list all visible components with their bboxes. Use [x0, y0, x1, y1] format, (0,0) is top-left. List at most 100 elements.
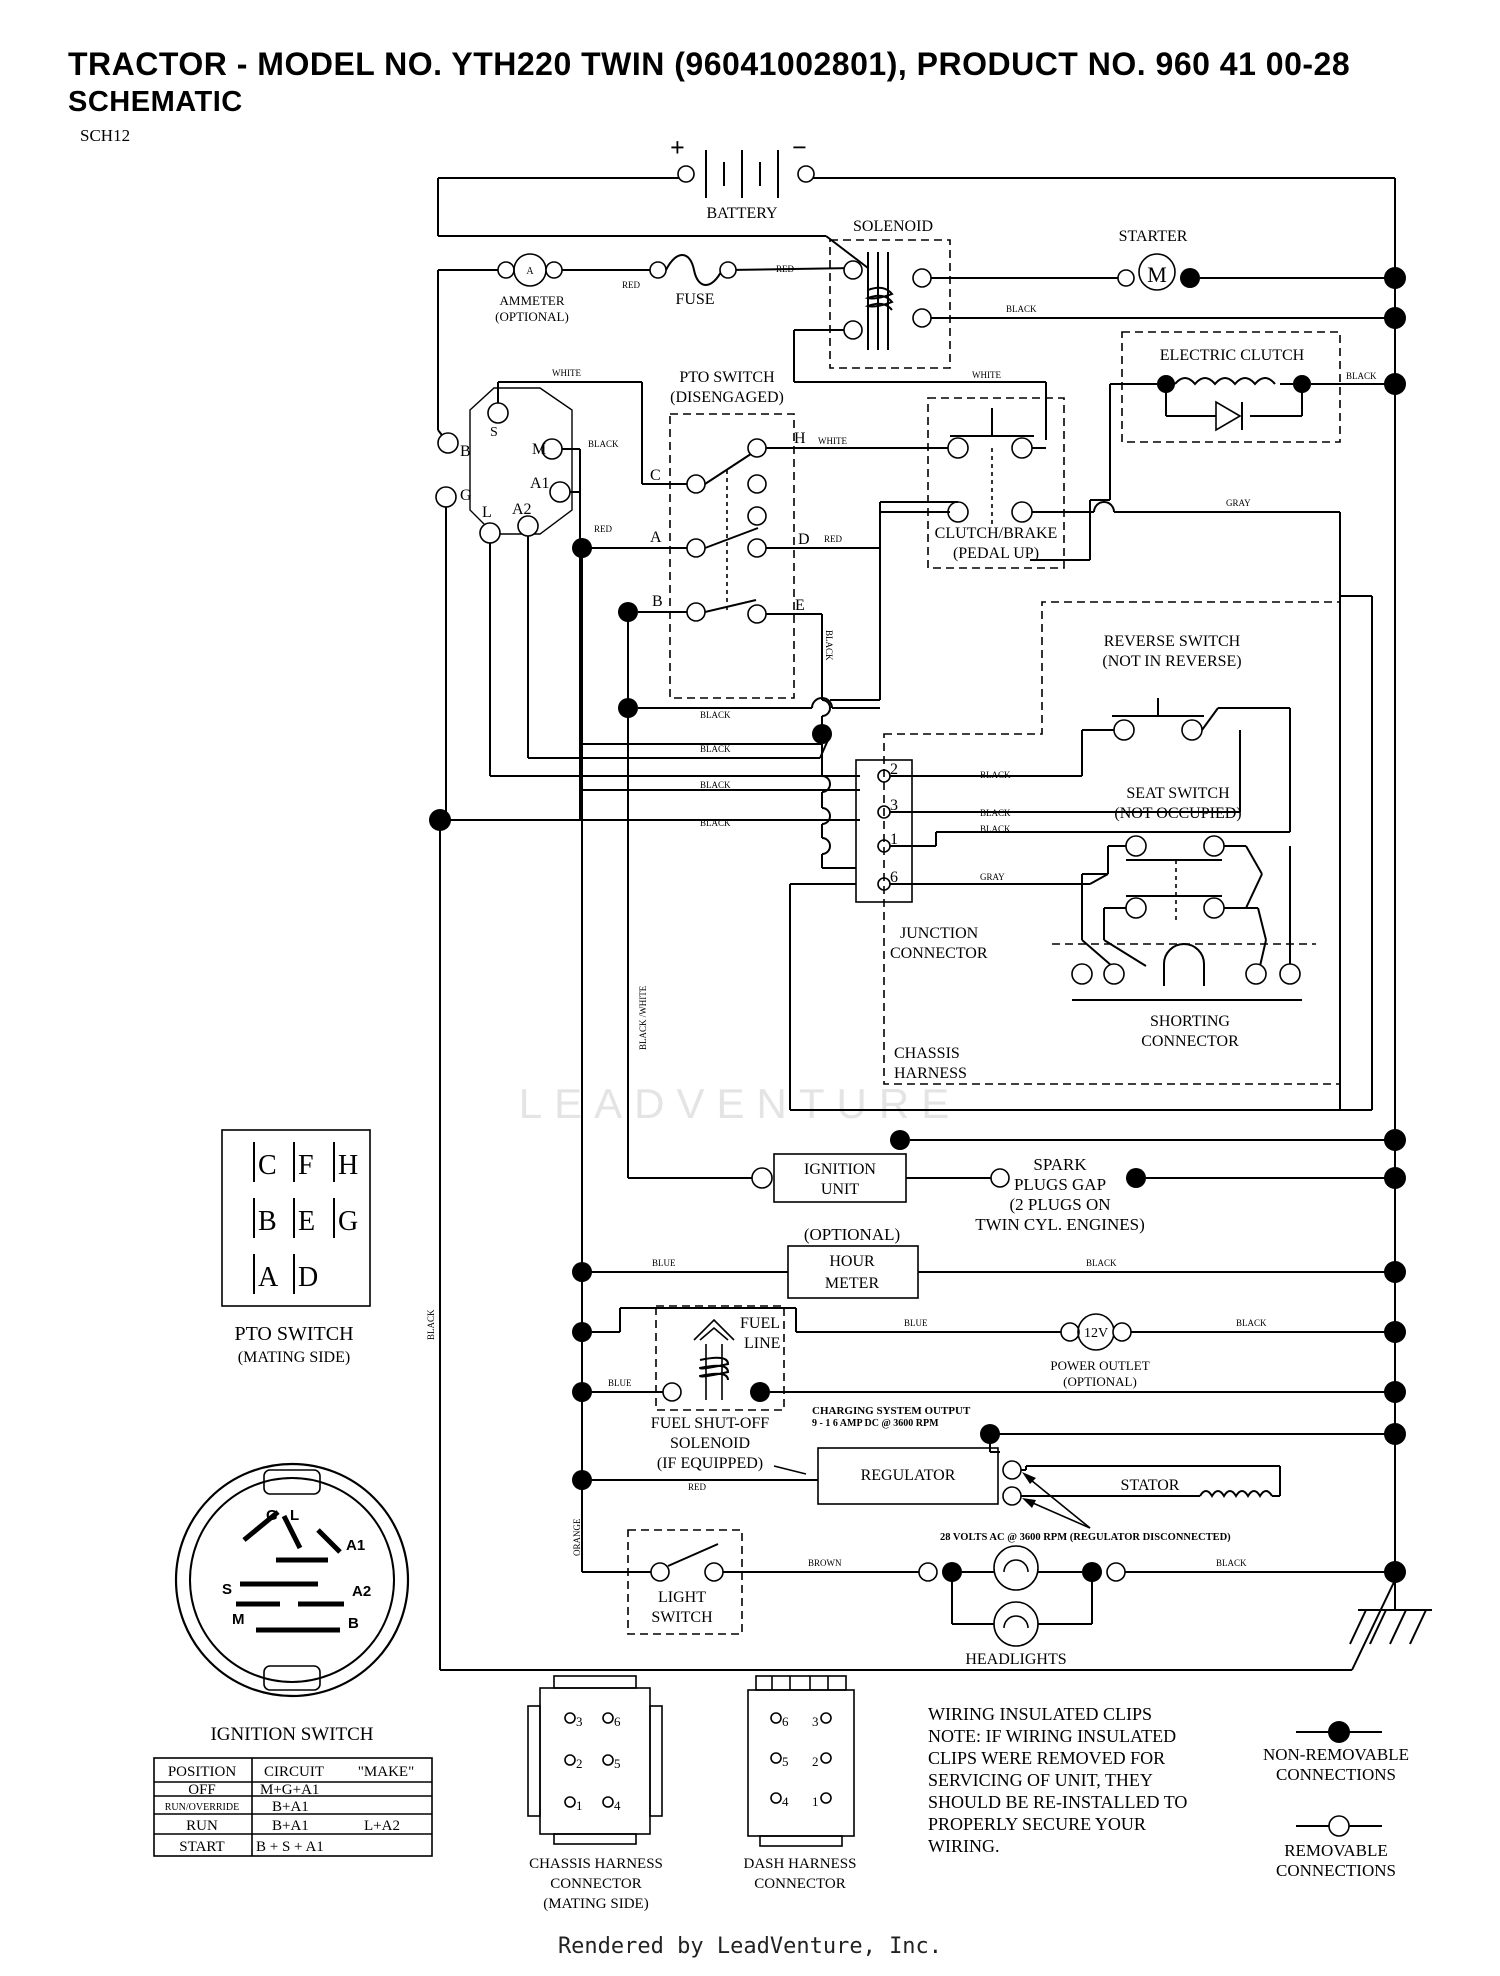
wire-blue-outlet: BLUE — [904, 1318, 928, 1328]
page-subtitle: SCHEMATIC — [68, 86, 243, 118]
wire-black-j3: BLACK — [980, 808, 1011, 818]
pto-mating-label-f: F — [298, 1150, 314, 1181]
pto-mating-side: C F H B E G A D PTO SWITCH (MATING SIDE) — [221, 1129, 371, 1366]
pto-mating-label-a: A — [258, 1262, 279, 1293]
chassis-harness: CHASSIS HARNESS — [883, 601, 1341, 1085]
dash-pin-4: 4 — [782, 1794, 789, 1809]
wire-black-2: BLACK — [700, 744, 731, 754]
ammeter-symbol: A — [526, 266, 534, 277]
reverse-switch-label: REVERSE SWITCH — [1104, 633, 1241, 650]
removable-symbol — [1328, 1815, 1350, 1837]
table-row-run-make: L+A2 — [364, 1818, 400, 1834]
battery: + − BATTERY — [670, 133, 815, 222]
junction-pin-6: 6 — [890, 869, 898, 886]
ignition-switch-title: IGNITION SWITCH — [210, 1724, 373, 1745]
table-row-off-position: OFF — [188, 1782, 216, 1798]
legend-non-removable-2: CONNECTIONS — [1276, 1765, 1396, 1784]
dash-connector-title: DASH HARNESS — [744, 1856, 857, 1872]
table-row-run-circuit: B+A1 — [272, 1818, 309, 1834]
junction-pin-2: 2 — [890, 761, 898, 778]
notes-line-5: PROPERLY SECURE YOUR — [928, 1814, 1146, 1834]
pto-switch-label: PTO SWITCH — [679, 369, 775, 386]
pto-mating-f: F — [293, 1142, 314, 1182]
fuel-solenoid-label-2: SOLENOID — [670, 1435, 750, 1452]
fuel-shutoff-solenoid: BLUE 12V BLACK POWER OUTLET (OPTIONAL) F… — [572, 1305, 1395, 1472]
ground-connections: BLACK — [426, 267, 1432, 1645]
table-row-runoverride-circuit: B+A1 — [272, 1799, 309, 1815]
wire-blue-fuel: BLUE — [608, 1378, 632, 1388]
pto-switch-state: (DISENGAGED) — [670, 389, 784, 406]
ammeter: A AMMETER (OPTIONAL) — [495, 253, 569, 324]
junction-label: JUNCTION — [900, 925, 979, 942]
term-a1-ign: A1 — [530, 475, 550, 492]
pto-mating-title: PTO SWITCH — [234, 1323, 353, 1345]
spark-plugs-label: SPARK — [1033, 1155, 1087, 1174]
pto-mating-d: D — [293, 1254, 318, 1294]
legend-removable: REMOVABLE — [1284, 1841, 1388, 1860]
ign-term-a2: A2 — [352, 1583, 371, 1600]
page-title: TRACTOR - MODEL NO. YTH220 TWIN (9604100… — [68, 46, 1351, 82]
reverse-switch: REVERSE SWITCH (NOT IN REVERSE) — [1102, 633, 1291, 832]
term-b-ign: B — [460, 443, 471, 460]
pto-mating-label-c: C — [258, 1150, 277, 1181]
wire-black-j2: BLACK — [980, 770, 1011, 780]
charging-output-label: CHARGING SYSTEM OUTPUT — [812, 1405, 971, 1417]
pto-mating-label-d: D — [298, 1262, 318, 1293]
starter-motor: M STARTER — [1117, 228, 1395, 291]
regulator-label: REGULATOR — [861, 1467, 956, 1484]
wire-black-solenoid: BLACK — [1006, 304, 1037, 314]
electric-clutch-label: ELECTRIC CLUTCH — [1160, 347, 1305, 364]
non-removable-symbol — [1328, 1721, 1350, 1743]
chassis-harness-label-2: HARNESS — [894, 1065, 967, 1082]
table-row-runoverride-position: RUN/OVERRIDE — [165, 1802, 239, 1813]
wire-black-1: BLACK — [700, 710, 731, 720]
notes-heading: WIRING INSULATED CLIPS — [928, 1704, 1152, 1724]
notes-line-3: SERVICING OF UNIT, THEY — [928, 1770, 1153, 1790]
shorting-connector-label: SHORTING — [1150, 1013, 1230, 1030]
battery-plus-sign: + — [670, 133, 685, 162]
wire-blue-hour: BLUE — [652, 1258, 676, 1268]
headlights-label: HEADLIGHTS — [965, 1651, 1066, 1668]
term-bp-pto: B — [652, 593, 663, 610]
pto-mating-label-b: B — [258, 1206, 277, 1237]
harness-wiring: BLACK BLACK BLACK BLACK — [429, 697, 880, 869]
term-a-pto: A — [650, 529, 662, 546]
term-m-ign: M — [532, 441, 546, 458]
ign-term-l: L — [290, 1507, 299, 1524]
shorting-connector: SHORTING CONNECTOR — [1052, 943, 1316, 1050]
wire-gray-top: GRAY — [1226, 498, 1251, 508]
chassis-harness-connector: 3 6 2 5 1 4 CHASSIS HARNESS CONNECTOR (M… — [527, 1675, 663, 1912]
wire-orange: ORANGE — [572, 1518, 582, 1556]
light-switch-label-2: SWITCH — [651, 1609, 713, 1626]
fuse: FUSE RED RED — [622, 254, 795, 308]
wire-red-d: RED — [824, 534, 843, 544]
watermark: LEADVENTURE — [519, 1080, 961, 1127]
light-switch-label: LIGHT — [658, 1589, 706, 1606]
term-g-ign: G — [460, 487, 472, 504]
pto-mating-label-e: E — [298, 1206, 315, 1237]
dash-connector-title-2: CONNECTOR — [754, 1876, 845, 1892]
solenoid: SOLENOID BLACK WHITE — [793, 218, 1395, 440]
ammeter-label: AMMETER — [500, 293, 565, 308]
fuse-label: FUSE — [675, 291, 714, 308]
chassis-connector-title: CHASSIS HARNESS — [529, 1856, 663, 1872]
table-header-make: "MAKE" — [358, 1764, 414, 1780]
pto-mating-label-g: G — [338, 1206, 358, 1237]
wire-white-clutch: WHITE — [972, 370, 1001, 380]
power-outlet-optional: (OPTIONAL) — [1063, 1374, 1137, 1389]
table-row-run-position: RUN — [186, 1818, 218, 1834]
junction-connector: 2 3 1 6 BLACK BLACK BLACK GRAY JUNCTION … — [789, 595, 1373, 1111]
term-s-ign: S — [490, 425, 498, 440]
notes-line-4: SHOULD BE RE-INSTALLED TO — [928, 1792, 1187, 1812]
ignition-switch-terminals: B S M G L A1 A2 WHITE BLACK — [435, 368, 860, 821]
ign-term-a1: A1 — [346, 1537, 365, 1554]
charging-output-value: 9 - 1 6 AMP DC @ 3600 RPM — [812, 1418, 939, 1429]
term-d-pto: D — [798, 531, 810, 548]
term-a2-ign: A2 — [512, 501, 532, 518]
battery-positive-terminal — [677, 165, 695, 183]
junction-label-2: CONNECTOR — [890, 945, 988, 962]
ignition-unit-label: IGNITION — [804, 1161, 876, 1178]
term-e-pto: E — [795, 597, 805, 614]
wire-black-hour: BLACK — [1086, 1258, 1117, 1268]
notes-line-2: CLIPS WERE REMOVED FOR — [928, 1748, 1165, 1768]
